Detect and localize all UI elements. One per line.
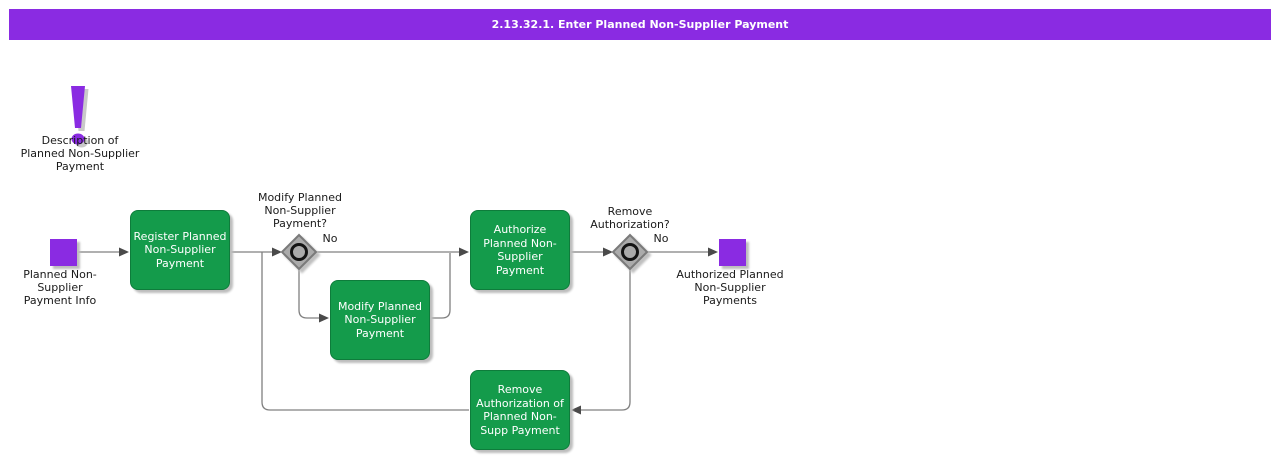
decision-remove-authorization-gateway: [611, 233, 649, 271]
decision-modify-label: Modify Planned Non-Supplier Payment?: [257, 191, 343, 230]
task-modify-planned-non-supplier-payment[interactable]: Modify Planned Non-Supplier Payment: [330, 280, 430, 360]
edge-decision1-to-modify: [298, 268, 320, 319]
diagram-title-bar: 2.13.32.1. Enter Planned Non-Supplier Pa…: [9, 9, 1271, 40]
start-node-label: Planned Non- Supplier Payment Info: [23, 268, 97, 307]
gateway-circle-icon: [621, 243, 639, 261]
end-node-label: Authorized Planned Non-Supplier Payments: [676, 268, 784, 307]
task-register-planned-non-supplier-payment[interactable]: Register Planned Non-Supplier Payment: [130, 210, 230, 290]
decision-remove-authorization-label: Remove Authorization?: [590, 205, 670, 231]
start-node-planned-payment-info: [50, 239, 77, 266]
note-description-label: Description of Planned Non-Supplier Paym…: [20, 134, 140, 173]
edge-modify-merge: [430, 253, 451, 319]
edge-decision2-to-removeauth: [581, 268, 631, 411]
task-authorize-planned-non-supplier-payment[interactable]: Authorize Planned Non- Supplier Payment: [470, 210, 570, 290]
gateway-circle-icon: [290, 243, 308, 261]
task-remove-authorization-of-planned-non-supp-payment[interactable]: Remove Authorization of Planned Non- Sup…: [470, 370, 570, 450]
decision-modify-no-label: No: [322, 232, 338, 245]
diagram-title: 2.13.32.1. Enter Planned Non-Supplier Pa…: [491, 18, 789, 31]
decision-modify-gateway: [280, 233, 318, 271]
end-node-authorized-payments: [719, 239, 746, 266]
edge-removeauth-loopback: [261, 252, 469, 411]
exclamation-icon: [71, 86, 89, 148]
arrowheads: [119, 247, 718, 415]
decision-remove-no-label: No: [653, 232, 669, 245]
